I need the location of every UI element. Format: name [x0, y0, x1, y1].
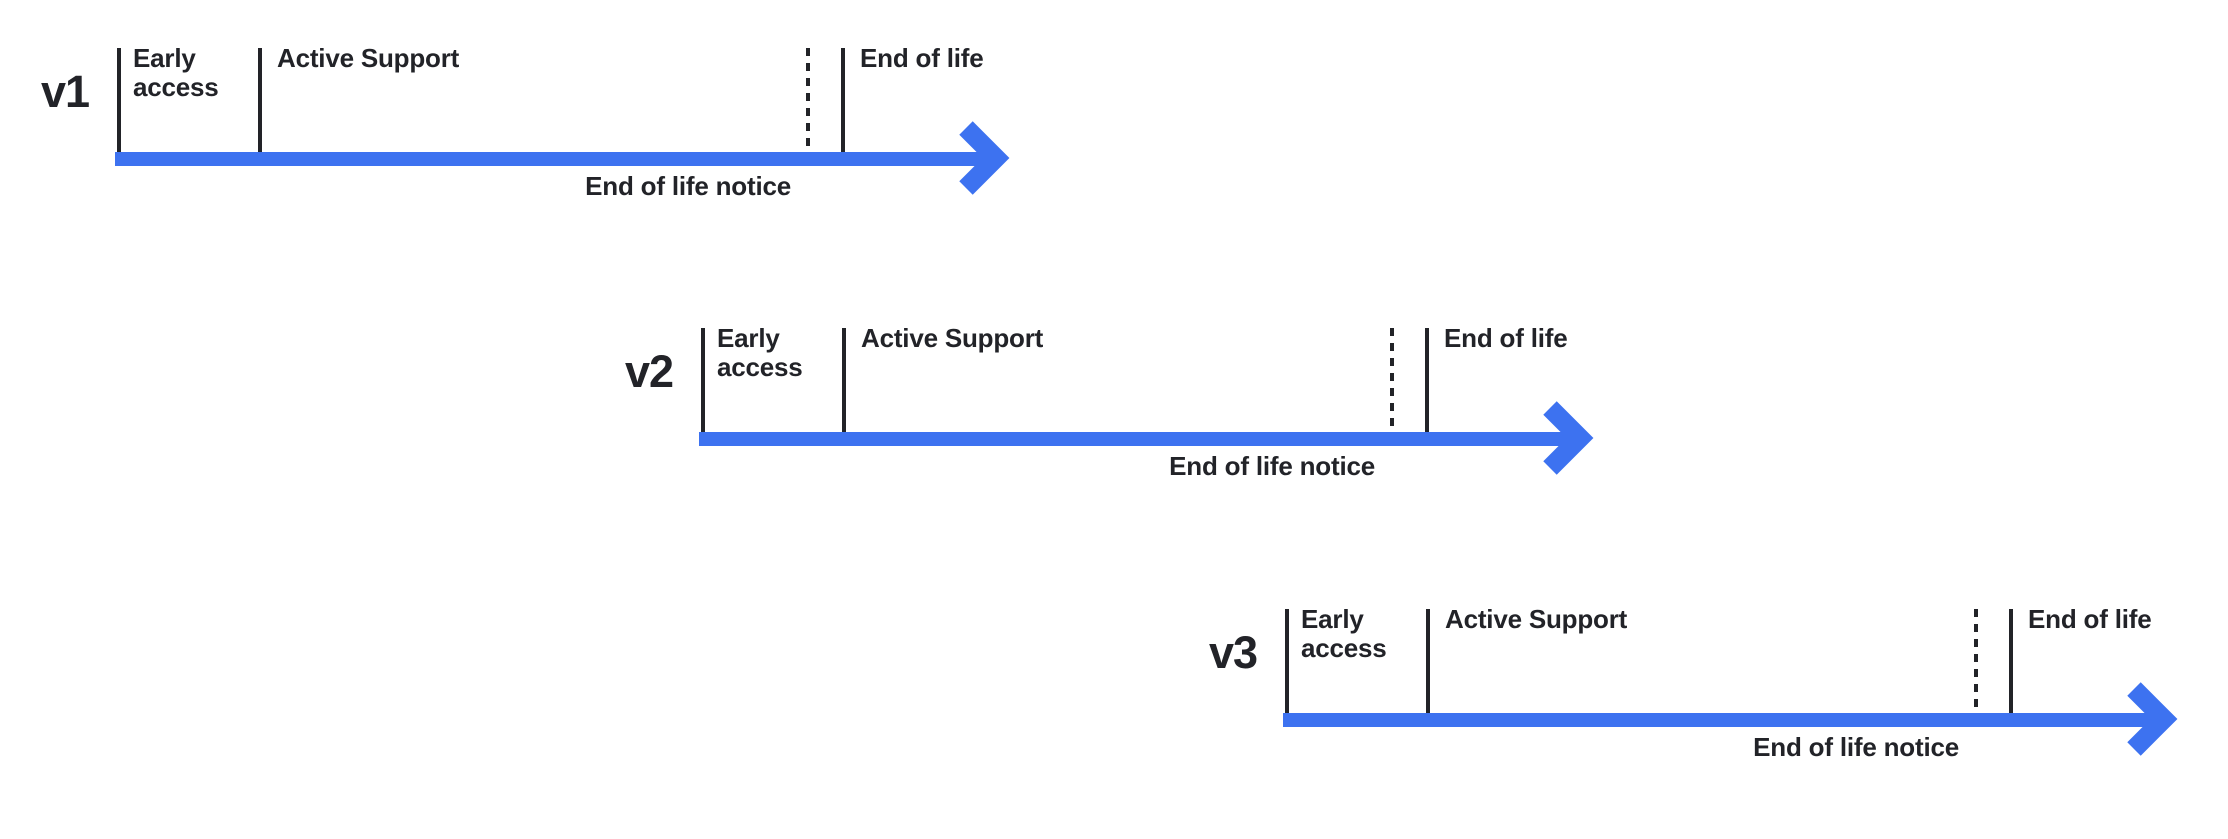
end-of-life-label: End of life: [1444, 323, 1568, 353]
early-access-label: Early access: [133, 43, 219, 102]
arrow-right-icon: [1543, 401, 1594, 475]
version-label: v1: [40, 66, 90, 117]
end-of-life-tick: [841, 48, 845, 152]
early-access-label: Early access: [1301, 604, 1387, 663]
active-support-label: Active Support: [1445, 604, 1628, 634]
timeline-row-v2: v2 Early access Active Support End of li…: [625, 324, 1644, 558]
eol-notice-dashed-line: [806, 48, 810, 149]
early-access-start-tick: [701, 328, 705, 432]
active-support-label: Active Support: [277, 43, 460, 73]
active-support-label: Active Support: [861, 323, 1044, 353]
end-of-life-label: End of life: [860, 43, 984, 73]
end-of-life-notice-label: End of life notice: [585, 171, 791, 201]
end-of-life-tick: [1425, 328, 1429, 432]
version-label: v3: [1208, 627, 1258, 678]
eol-notice-dashed-line: [1390, 328, 1394, 429]
eol-notice-dashed-line: [1974, 609, 1978, 710]
lifecycle-diagram: v1 Early access Active Support End of li…: [41, 44, 2178, 762]
early-access-label: Early access: [717, 323, 803, 382]
timeline-bar: [699, 432, 1569, 446]
arrow-right-icon: [2127, 682, 2178, 756]
timeline-row-v1: v1 Early access Active Support End of li…: [41, 44, 1060, 278]
active-support-start-tick: [258, 48, 262, 152]
early-access-start-tick: [117, 48, 121, 152]
timeline-bar: [1283, 713, 2153, 727]
early-access-start-tick: [1285, 609, 1289, 713]
version-label: v2: [624, 346, 674, 397]
timeline-bar: [115, 152, 985, 166]
end-of-life-notice-label: End of life notice: [1753, 732, 1959, 762]
timeline-row-v3: v3 Early access Active Support End of li…: [1209, 605, 2228, 839]
end-of-life-tick: [2009, 609, 2013, 713]
active-support-start-tick: [842, 328, 846, 432]
end-of-life-notice-label: End of life notice: [1169, 451, 1375, 481]
active-support-start-tick: [1426, 609, 1430, 713]
arrow-right-icon: [959, 121, 1010, 195]
end-of-life-label: End of life: [2028, 604, 2152, 634]
